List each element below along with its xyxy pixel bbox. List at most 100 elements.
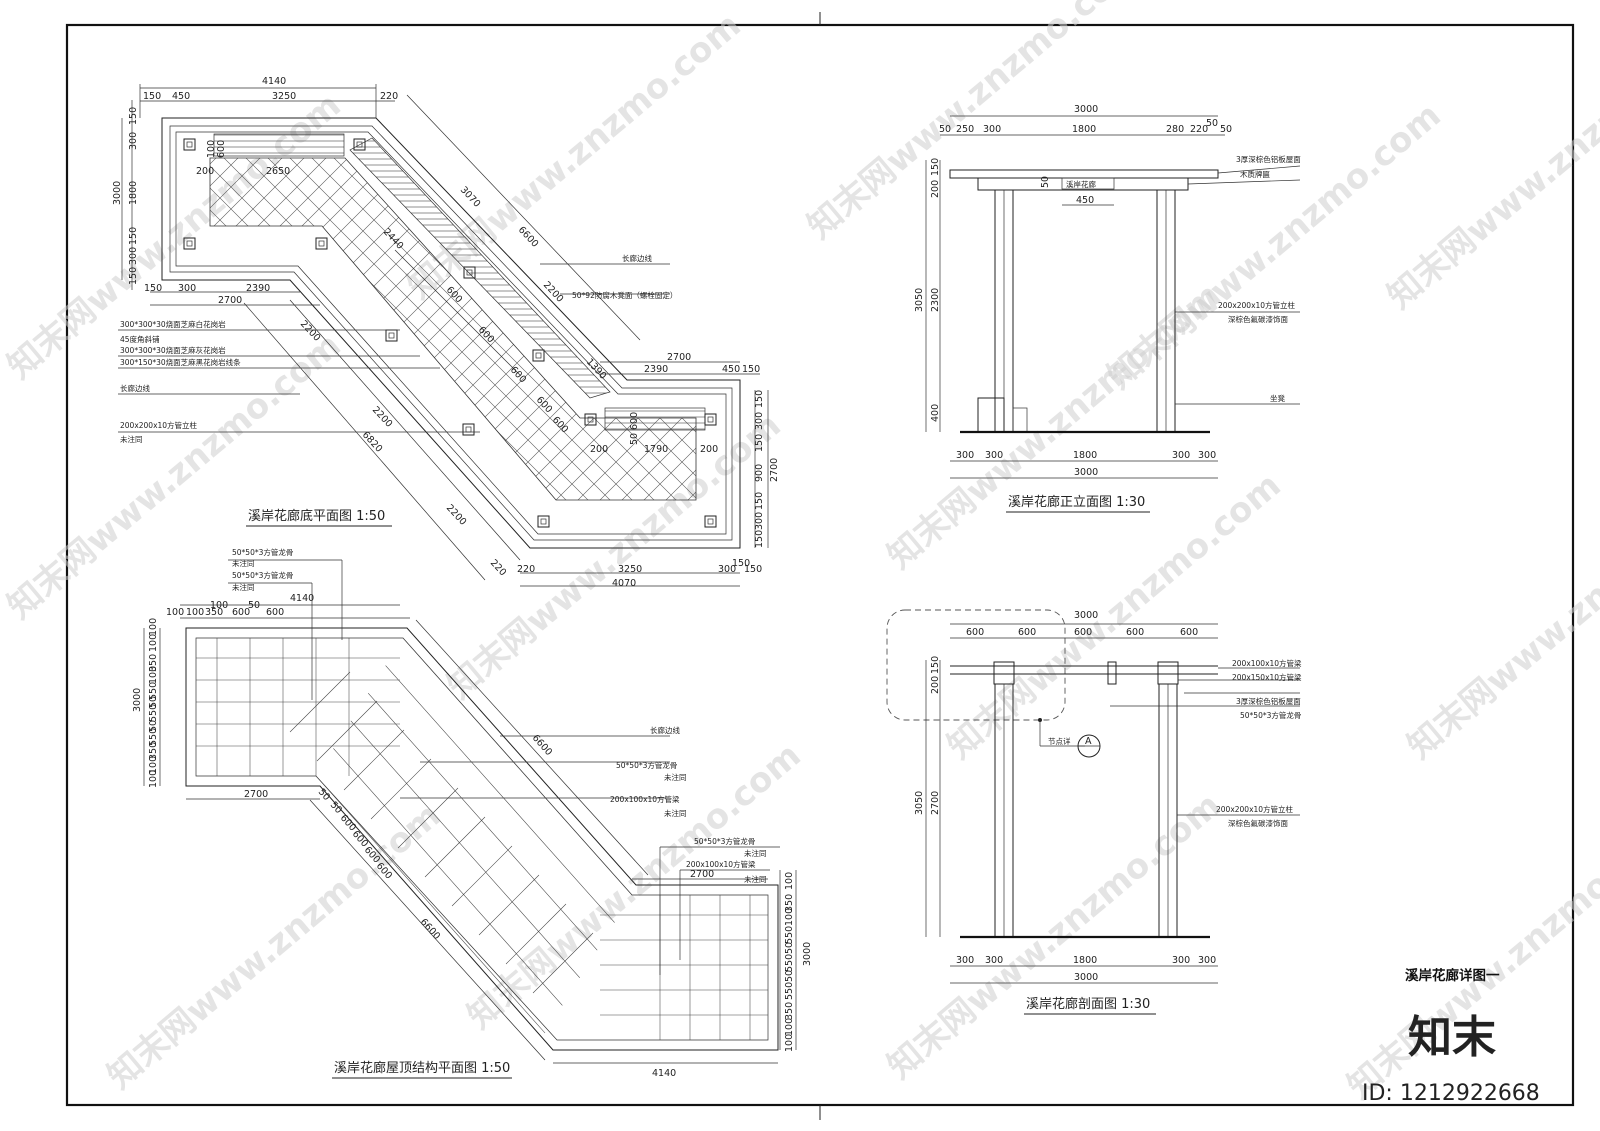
dim-label: 450	[722, 364, 740, 375]
dim-label: 600	[1180, 627, 1198, 638]
dim-label: 300	[983, 124, 1001, 135]
dim-label: 3250	[272, 91, 296, 102]
sheet-title: 溪岸花廊详图一	[1405, 967, 1500, 984]
material-note: 50*50*3方管龙骨	[232, 547, 293, 557]
material-note: 200x100x10方管梁	[610, 794, 680, 804]
purlin-line	[505, 903, 567, 965]
dim-label: 3000	[1074, 972, 1098, 983]
dim-label: 100	[186, 607, 204, 618]
dim-label: 200	[930, 180, 941, 198]
dim-label: 300	[985, 450, 1003, 461]
purlin-line	[367, 693, 598, 951]
material-note: 200x200x10方管立柱	[120, 420, 198, 430]
material-note: 300*150*30烧面芝麻黑花岗岩线条	[120, 357, 241, 367]
dim-label: 50	[328, 800, 344, 816]
plank-text: 溪岸花廊	[1066, 179, 1096, 189]
dim-label: 200	[700, 444, 718, 455]
purlin-line	[333, 748, 563, 1006]
dim-label: 300	[754, 512, 765, 530]
purlin-line	[343, 729, 405, 791]
purlin-line	[289, 671, 351, 733]
purlin-line	[402, 637, 633, 896]
dim-label: 600	[1126, 627, 1144, 638]
dim-label: 220	[380, 91, 398, 102]
dim-label: 300	[1198, 450, 1216, 461]
dim-label: 350	[784, 894, 795, 912]
dim-label: 2200	[370, 405, 395, 430]
material-note: 3厚深棕色铝板屋面	[1236, 696, 1301, 706]
brand-logo: 知末	[1408, 1012, 1496, 1063]
watermark: 知末网www.znzmo.com	[0, 325, 349, 627]
dim-label: 3000	[1074, 610, 1098, 621]
dim-label: 50	[1040, 176, 1051, 188]
material-note: 未注同	[744, 848, 767, 858]
purlin-line	[451, 845, 513, 907]
dim-label: 150	[128, 107, 139, 125]
material-note: 长廊边线	[622, 253, 652, 263]
front-elevation-view: 溪岸花廊 3000 50 250 300 1800 280 220 50 50 …	[914, 104, 1301, 513]
purlin-line	[370, 758, 432, 820]
elev-leaders	[1175, 165, 1301, 405]
watermark: 知末网www.znzmo.com	[100, 795, 449, 1097]
material-note: 节点详	[1048, 736, 1071, 746]
dim-label: 2700	[690, 869, 714, 880]
dim-label: 2650	[266, 166, 290, 177]
material-note: 深棕色氟碳漆饰面	[1228, 314, 1288, 324]
dim-label: 1790	[644, 444, 668, 455]
dim-label: 550	[784, 954, 795, 972]
material-note: 长廊边线	[650, 725, 680, 735]
dim-label: 250	[956, 124, 974, 135]
material-note: 300*300*30烧面芝麻白花岗岩	[120, 319, 226, 329]
purlin-line	[385, 665, 615, 923]
dim-label: 1800	[128, 181, 139, 205]
dim-label: 350	[148, 654, 159, 672]
dim-label: 450	[172, 91, 190, 102]
dim-label: 3050	[914, 791, 925, 815]
dim-label: 350	[205, 607, 223, 618]
dim-label: 600	[1074, 627, 1092, 638]
dim-label: 150	[128, 267, 139, 285]
dim-label: 50	[939, 124, 951, 135]
dim-label: 100	[148, 634, 159, 652]
dim-label: 2700	[244, 789, 268, 800]
view-title: 溪岸花廊正立面图 1:30	[1008, 494, 1145, 510]
dim-label: 150	[754, 492, 765, 510]
dim-label: 100	[148, 756, 159, 774]
dim-label: 2200	[541, 280, 566, 305]
material-note: 未注同	[232, 558, 255, 568]
material-note: 50*50*3方管龙骨	[616, 760, 677, 770]
material-note: 50*50*3方管龙骨	[694, 836, 755, 846]
dim-label: 100	[784, 1034, 795, 1052]
purlin-line	[532, 932, 594, 994]
dim-label: 600	[216, 140, 227, 158]
dim-label: 300	[1198, 955, 1216, 966]
dim-label: 50	[784, 970, 795, 982]
dim-label: 550	[784, 982, 795, 1000]
material-note: 3厚深棕色铝板屋面	[1236, 154, 1301, 164]
dim-label: 300	[985, 955, 1003, 966]
roof-outline-outer	[185, 627, 779, 1051]
dim-label: 3000	[802, 942, 813, 966]
material-note: 45度角斜铺	[120, 334, 160, 344]
material-note: 未注同	[664, 772, 687, 782]
dim-label: 100	[784, 1018, 795, 1036]
detail-marker-letter: A	[1085, 736, 1092, 747]
watermark: 知末网www.znzmo.com	[940, 465, 1289, 767]
watermark: 知末网www.znzmo.com	[0, 85, 349, 387]
dim-label: 100	[210, 600, 228, 611]
elev-plank	[1061, 177, 1115, 190]
dim-label: 2700	[667, 352, 691, 363]
dim-label: 3000	[1074, 467, 1098, 478]
dim-label: 300	[178, 283, 196, 294]
dim-label: 150	[930, 656, 941, 674]
material-note: 未注同	[664, 808, 687, 818]
floor-dim-lines	[121, 84, 769, 587]
material-note: 50*50*3方管龙骨	[232, 570, 293, 580]
dim-label: 150	[144, 283, 162, 294]
material-note: 50*92防腐木凳面（螺栓固定）	[572, 290, 677, 300]
purlin-line	[424, 816, 486, 878]
view-title: 溪岸花廊剖面图 1:30	[1026, 996, 1150, 1012]
dim-label: 6600	[516, 225, 541, 250]
dim-label: 450	[1076, 195, 1094, 206]
